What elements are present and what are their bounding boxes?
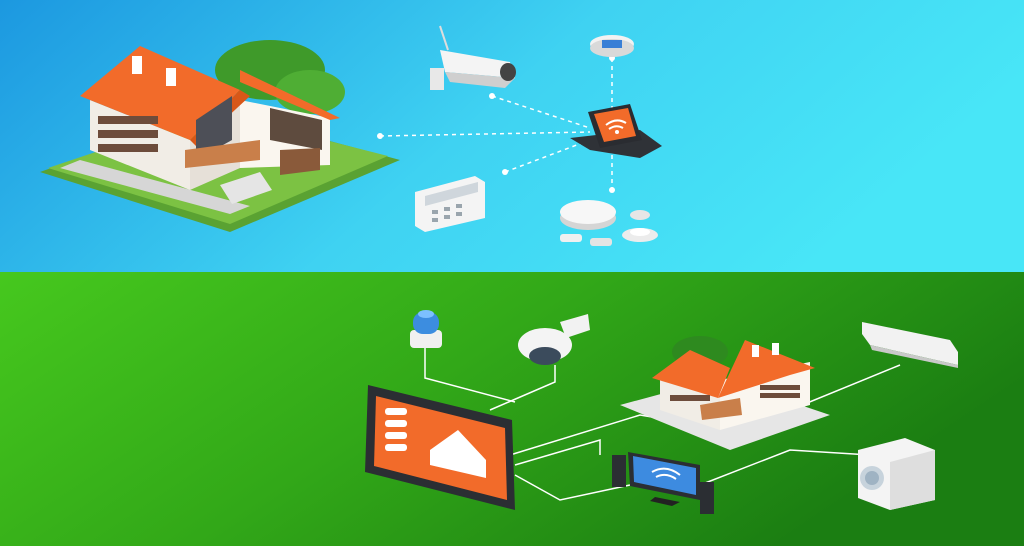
network-connections	[379, 58, 613, 192]
alarm-keypad-icon	[415, 176, 485, 232]
washing-machine-icon	[858, 438, 935, 510]
tablet-control-icon[interactable]	[365, 385, 515, 510]
dome-camera-icon	[518, 314, 590, 365]
tv-icon	[628, 452, 700, 506]
door-sensor-icon	[560, 234, 612, 246]
top-panel	[0, 0, 1024, 272]
house-icon	[40, 40, 400, 232]
smoke-detector-icon	[560, 200, 658, 242]
bottom-panel	[0, 272, 1024, 546]
speaker-icon	[612, 455, 714, 514]
smart-hub-icon	[570, 104, 662, 158]
house-icon	[620, 336, 830, 450]
ring-sensor-icon	[590, 35, 634, 57]
air-conditioner-icon	[862, 322, 958, 368]
beacon-light-icon	[410, 310, 442, 348]
security-camera-icon	[430, 25, 516, 90]
